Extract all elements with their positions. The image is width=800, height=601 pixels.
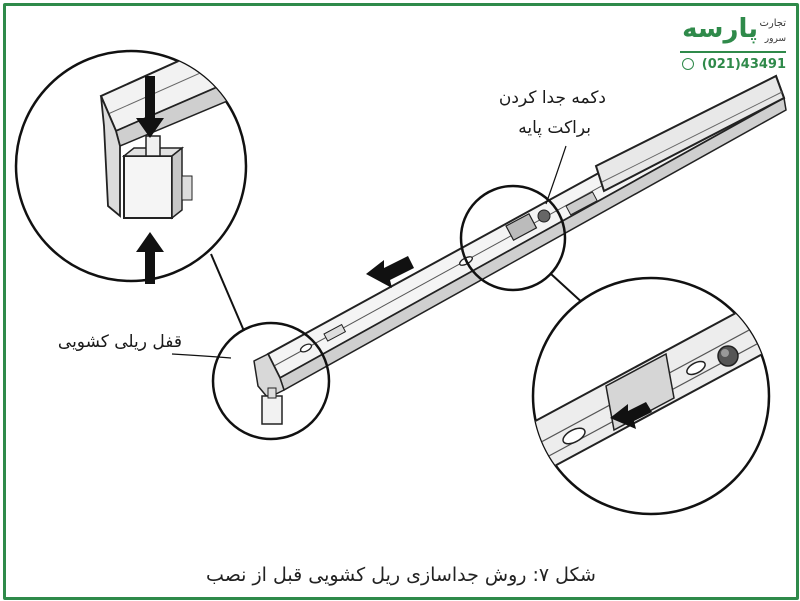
label-release-button: دکمه جدا کردن: [498, 88, 606, 108]
logo-tagline-top: تجارت: [759, 18, 786, 29]
label-slide-rail-lock: قفل ریلی کشویی: [57, 332, 182, 352]
zoom-circle-button: [531, 276, 771, 516]
rail-diagram: [14, 49, 787, 516]
zoom-circle-lock: [14, 49, 248, 284]
phone-icon: [682, 58, 694, 70]
zoom-circle-release: [459, 184, 567, 292]
arrow-down-icon: [136, 76, 164, 138]
arrow-left-icon: [366, 256, 414, 288]
logo-rule: [680, 51, 786, 53]
brand-logo: پارسه تجارت سرور (021)43491: [676, 14, 786, 78]
logo-brand-text: پارسه: [682, 14, 758, 44]
figure-frame: دکمه جدا کردن براکت پایه قفل ریلی کشویی …: [3, 3, 799, 600]
zoom-circle-rail-end: [211, 321, 331, 441]
arrow-up-icon: [136, 232, 164, 284]
label-mount-bracket: براکت پایه: [518, 118, 591, 138]
connector-lines: [171, 145, 587, 359]
logo-phone: (021)43491: [701, 57, 786, 72]
figure-caption: شکل ۷: روش جداسازی ریل کشویی قبل از نصب: [206, 564, 596, 586]
logo-tagline-bottom: سرور: [764, 34, 786, 44]
